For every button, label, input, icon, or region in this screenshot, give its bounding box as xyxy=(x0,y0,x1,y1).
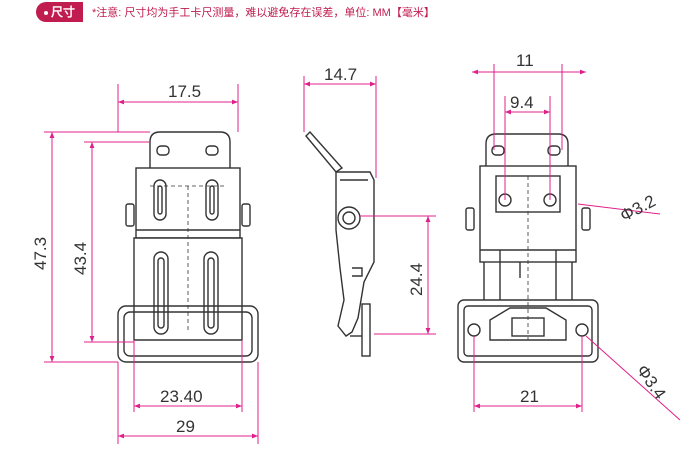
header-bar: 尺寸 *注意: 尺寸均为手工卡尺测量，难以避免存在误差，单位: MM【毫米】 xyxy=(0,0,700,24)
dim-back-base-width: 21 xyxy=(520,387,539,406)
dim-back-pin-diameter: Φ3.2 xyxy=(617,191,659,225)
side-dimensions xyxy=(303,76,436,335)
front-view xyxy=(117,131,259,363)
side-view xyxy=(305,130,375,357)
dim-back-top-width: 11 xyxy=(516,51,534,70)
section-badge: 尺寸 xyxy=(36,2,84,22)
bullet-icon xyxy=(44,10,48,15)
section-badge-label: 尺寸 xyxy=(51,5,76,19)
dim-front-inner-height: 43.4 xyxy=(71,242,90,275)
dim-front-base-width: 29 xyxy=(176,417,195,436)
dim-front-base-inner-width: 23.40 xyxy=(160,387,203,406)
back-dimensions xyxy=(472,64,681,421)
dim-side-width: 14.7 xyxy=(324,65,357,84)
dim-side-height: 24.4 xyxy=(407,263,426,296)
front-dimensions xyxy=(44,84,259,444)
back-view xyxy=(457,133,599,363)
measurement-note: *注意: 尺寸均为手工卡尺测量，难以避免存在误差，单位: MM【毫米】 xyxy=(92,7,435,19)
dim-back-hole-spacing: 9.4 xyxy=(510,93,534,112)
dim-front-top-width: 17.5 xyxy=(168,82,201,101)
dim-front-total-height: 47.3 xyxy=(31,237,50,270)
